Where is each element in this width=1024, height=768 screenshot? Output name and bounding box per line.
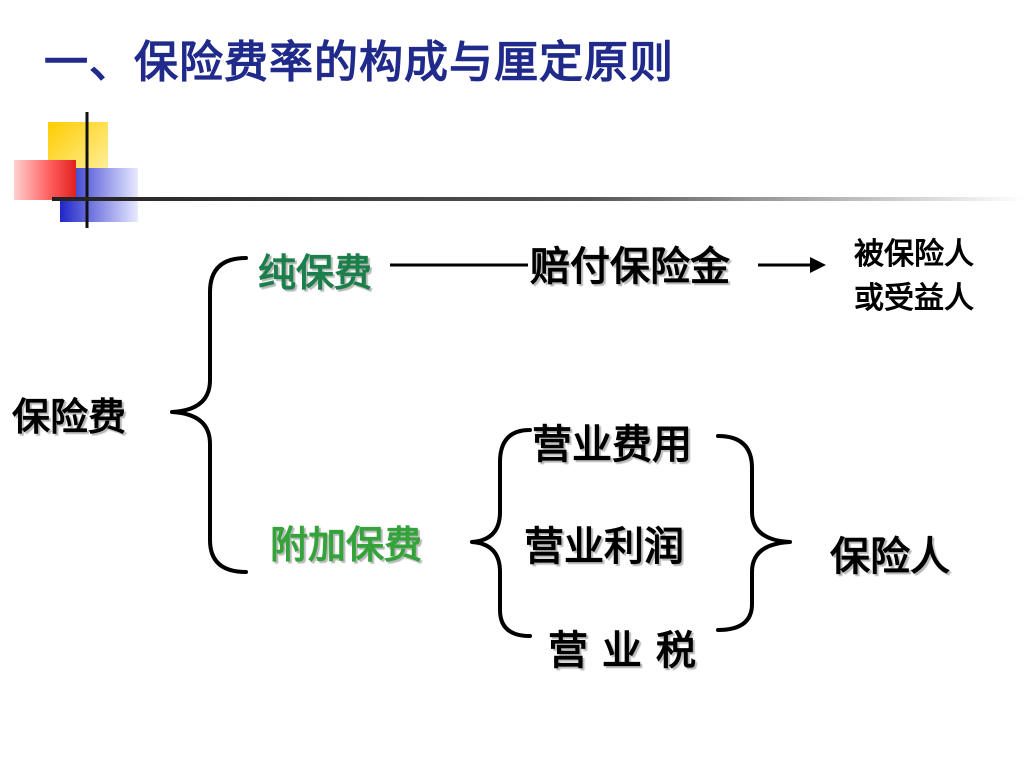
- insurer-label: 保险人: [830, 534, 950, 580]
- business-tax-label: 营 业 税: [548, 628, 696, 674]
- root-premium-label: 保险费: [12, 395, 127, 439]
- loading-premium-label: 附加保费: [270, 523, 423, 567]
- beneficiary-label: 被保险人 或受益人: [854, 233, 974, 321]
- operating-expenses-label: 营业费用: [532, 422, 692, 468]
- claims-payment-label: 赔付保险金: [530, 244, 730, 290]
- arrow-head-icon: [810, 257, 826, 273]
- pure-premium-label: 纯保费: [258, 251, 373, 295]
- operating-profit-label: 营业利润: [524, 524, 684, 570]
- beneficiary-label-line2: 或受益人: [854, 281, 974, 316]
- beneficiary-label-line1: 被保险人: [854, 237, 974, 272]
- page-title: 一、保险费率的构成与厘定原则: [44, 37, 674, 88]
- loading-components-brace: [470, 428, 532, 638]
- main-brace: [170, 256, 248, 574]
- insurer-brace: [716, 434, 792, 632]
